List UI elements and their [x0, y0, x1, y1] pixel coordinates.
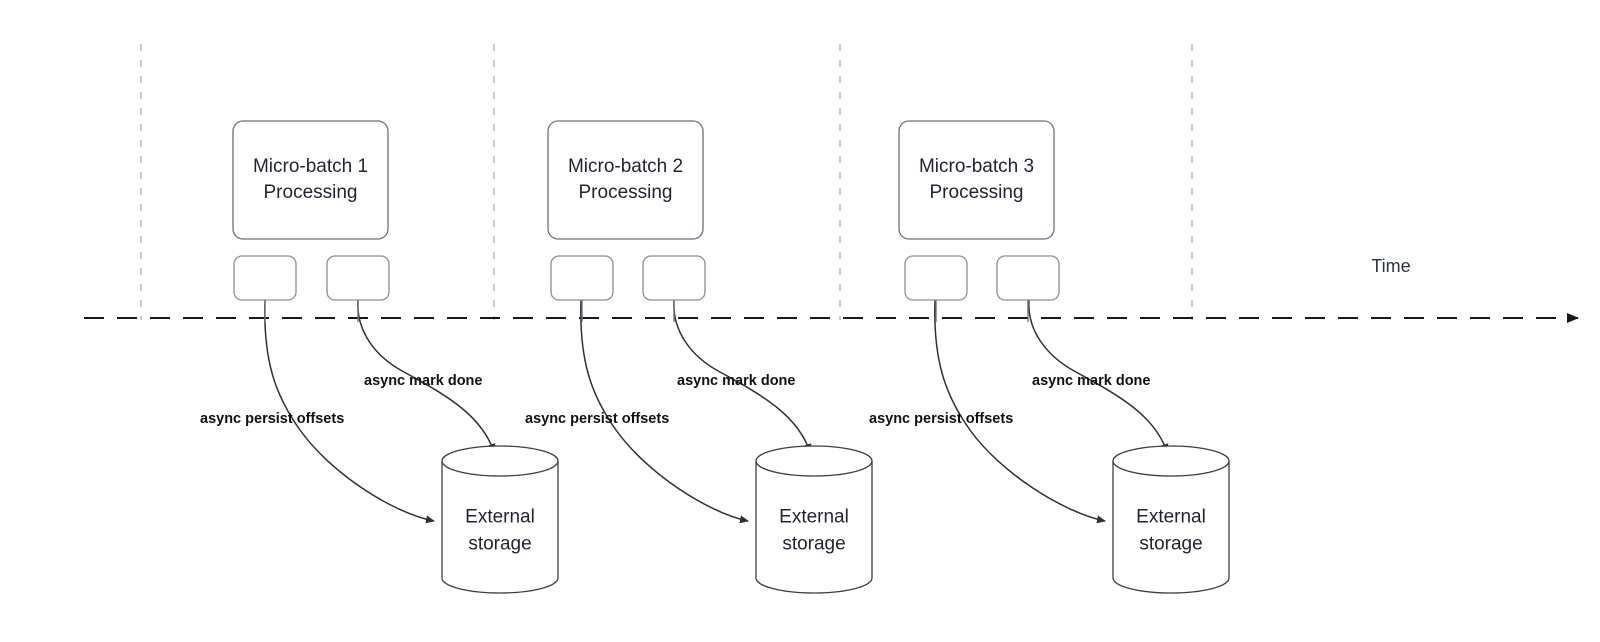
- time-axis-label: Time: [1371, 256, 1410, 276]
- edge-mark-3-label: async mark done: [1032, 373, 1150, 389]
- time-axis-group: Time: [84, 256, 1579, 323]
- group-1-batch-title: Micro-batch 1: [253, 156, 368, 177]
- group-1-storage-subtitle: storage: [468, 534, 531, 555]
- edge-persist-2-path: [580, 299, 749, 524]
- group-3-batch-box-shape[interactable]: [898, 120, 1055, 240]
- group-1: async persist offsets async mark done Micr…: [200, 120, 559, 594]
- edge-mark-2-label: async mark done: [677, 373, 795, 389]
- group-3: async persist offsets async mark done Micr…: [869, 120, 1230, 594]
- edge-persist-3-label: async persist offsets: [869, 411, 1013, 427]
- group-1-storage-top: [441, 445, 559, 477]
- group-2: async persist offsets async mark done Micr…: [525, 120, 873, 594]
- edge-persist-3-path: [934, 299, 1106, 524]
- edge-mark-3: async mark done: [1028, 299, 1169, 453]
- group-1-batch-subtitle: Processing: [264, 182, 358, 203]
- group-3-storage-title: External: [1136, 507, 1206, 528]
- group-2-storage-title: External: [779, 507, 849, 528]
- group-2-storage-subtitle: storage: [782, 534, 845, 555]
- edge-mark-1-label: async mark done: [364, 373, 482, 389]
- mini-1a-box[interactable]: [233, 255, 297, 301]
- group-2-storage-top: [755, 445, 873, 477]
- timeline-tick-group: [140, 44, 1193, 320]
- group-2-storage-body[interactable]: [755, 461, 873, 594]
- group-3-storage-subtitle: storage: [1139, 534, 1202, 555]
- group-2-storage[interactable]: External storage: [755, 445, 873, 594]
- group-3-storage[interactable]: External storage: [1112, 445, 1230, 594]
- edge-persist-2-label: async persist offsets: [525, 411, 669, 427]
- group-3-batch-subtitle: Processing: [930, 182, 1024, 203]
- group-2-batch-subtitle: Processing: [579, 182, 673, 203]
- group-2-batch-title: Micro-batch 2: [568, 156, 683, 177]
- group-3-storage-body[interactable]: [1112, 461, 1230, 594]
- group-1-storage-title: External: [465, 507, 535, 528]
- mini-3a-box[interactable]: [904, 255, 968, 301]
- edge-mark-2-path: [673, 299, 812, 453]
- edge-mark-2: async mark done: [673, 299, 812, 453]
- micro-batch-groups: async persist offsets async mark done Micr…: [200, 120, 1230, 594]
- group-3-batch-box[interactable]: Micro-batch 3 Processing: [898, 120, 1055, 240]
- mini-2a-box[interactable]: [550, 255, 614, 301]
- group-1-batch-box[interactable]: Micro-batch 1 Processing: [232, 120, 389, 240]
- group-2-batch-box-shape[interactable]: [547, 120, 704, 240]
- group-1-batch-box-shape[interactable]: [232, 120, 389, 240]
- edge-persist-3: async persist offsets: [869, 299, 1106, 524]
- edge-persist-1-label: async persist offsets: [200, 411, 344, 427]
- group-1-storage-body[interactable]: [441, 461, 559, 594]
- mini-1b-box[interactable]: [326, 255, 390, 301]
- group-3-storage-top: [1112, 445, 1230, 477]
- group-2-batch-box[interactable]: Micro-batch 2 Processing: [547, 120, 704, 240]
- edge-persist-2: async persist offsets: [525, 299, 749, 524]
- edge-persist-1-path: [264, 299, 435, 524]
- edge-persist-1: async persist offsets: [200, 299, 435, 524]
- group-1-storage[interactable]: External storage: [441, 445, 559, 594]
- edge-mark-1-path: [357, 299, 496, 453]
- mini-3b-box[interactable]: [996, 255, 1060, 301]
- group-3-batch-title: Micro-batch 3: [919, 156, 1034, 177]
- mini-2b-box[interactable]: [642, 255, 706, 301]
- edge-mark-1: async mark done: [357, 299, 496, 453]
- edge-mark-3-path: [1028, 299, 1169, 453]
